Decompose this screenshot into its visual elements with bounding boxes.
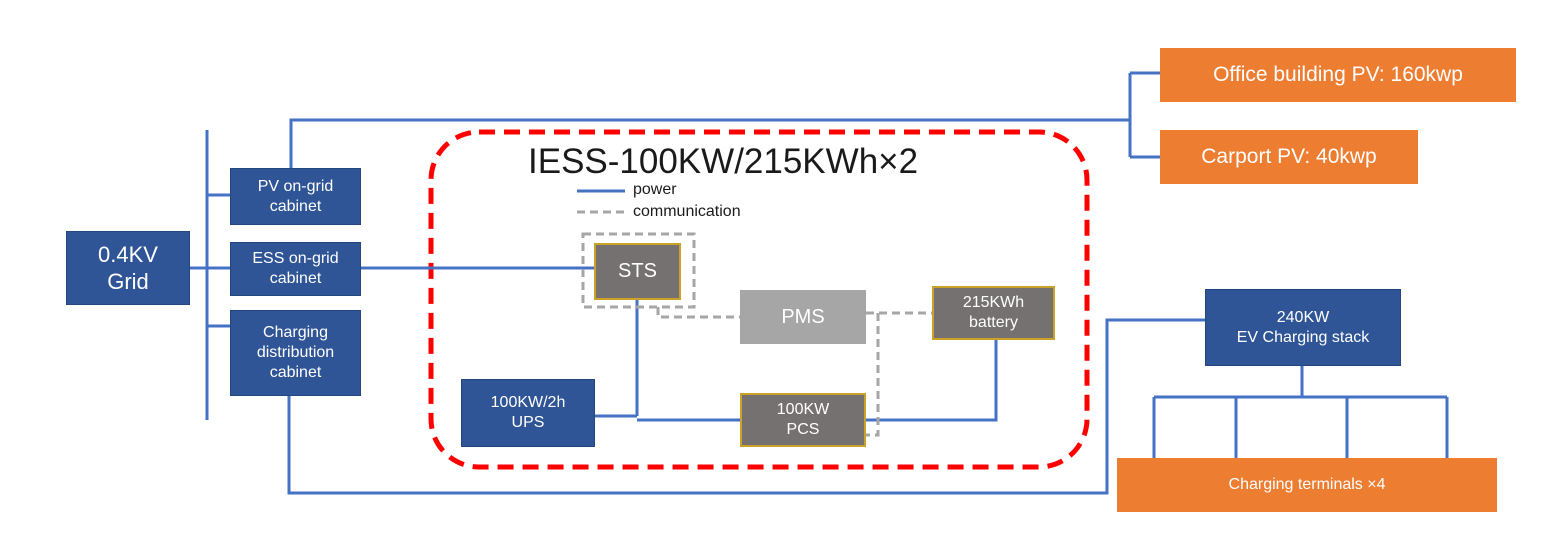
iess-boundary [428, 129, 1090, 470]
legend-power-label: power [633, 181, 677, 198]
ess-on-grid-cabinet: ESS on-grid cabinet [230, 242, 361, 296]
pv-on-grid-cabinet: PV on-grid cabinet [230, 168, 361, 225]
charging-distribution-cabinet: Charging distribution cabinet [230, 310, 361, 396]
iess-title: IESS-100KW/215KWh×2 [528, 142, 919, 181]
legend-communication-label: communication [633, 203, 741, 220]
pms-box: PMS [740, 290, 866, 344]
communication-lines [577, 210, 932, 437]
pcs-box: 100KW PCS [740, 393, 866, 447]
power-lines [190, 71, 1449, 495]
charging-terminals-box: Charging terminals ×4 [1117, 458, 1497, 512]
ev-charging-stack-box: 240KW EV Charging stack [1205, 289, 1401, 366]
ups-box: 100KW/2h UPS [461, 379, 595, 447]
sts-box: STS [594, 243, 681, 300]
battery-box: 215KWh battery [932, 286, 1055, 340]
carport-pv-box: Carport PV: 40kwp [1160, 130, 1418, 184]
grid-box: 0.4KV Grid [66, 231, 190, 305]
office-building-pv-box: Office building PV: 160kwp [1160, 48, 1516, 102]
